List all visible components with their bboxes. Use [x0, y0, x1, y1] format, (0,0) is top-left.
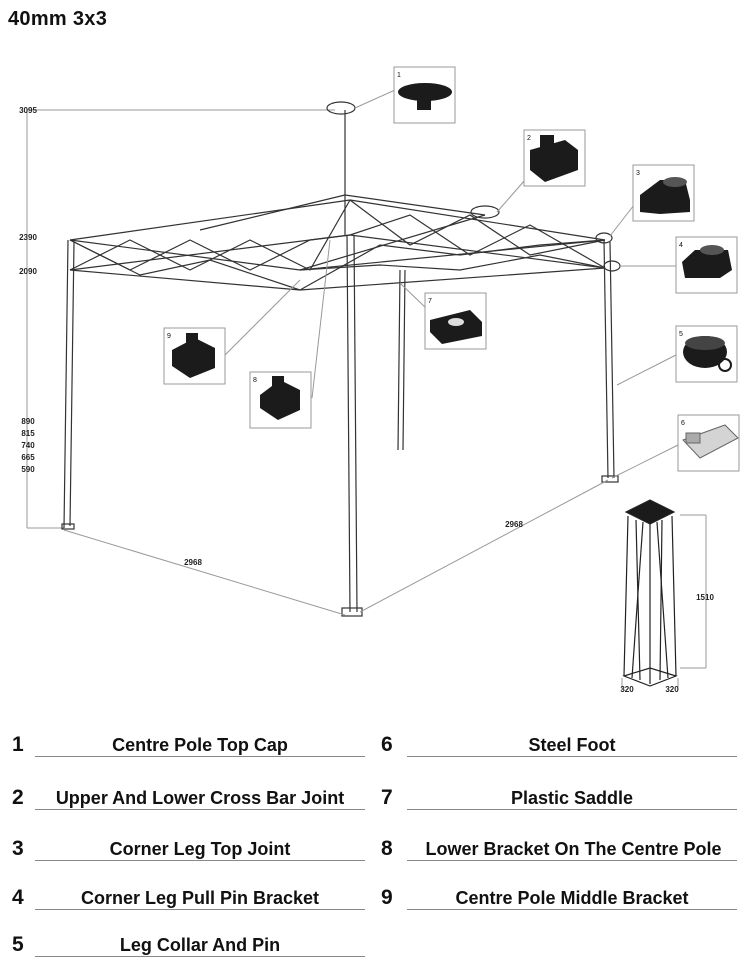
legend-label: Centre Pole Middle Bracket	[455, 888, 689, 908]
height-label-3095: 3095	[19, 106, 37, 115]
folded-width-label-b: 320	[665, 685, 679, 694]
legend-item-9: 9 Centre Pole Middle Bracket	[375, 886, 750, 912]
folded-dimension-lines	[621, 514, 707, 690]
legend-item-8: 8 Lower Bracket On The Centre Pole	[375, 837, 750, 863]
legend-number: 1	[12, 733, 24, 756]
callout-number-3: 3	[636, 170, 640, 177]
legend-label: Lower Bracket On The Centre Pole	[425, 839, 722, 859]
legend-item-2: 2 Upper And Lower Cross Bar Joint	[0, 786, 375, 812]
legend-number: 5	[12, 933, 24, 956]
callout-leader-lines	[224, 89, 679, 479]
legend-item-7: 7 Plastic Saddle	[375, 786, 750, 812]
legend-item-4: 4 Corner Leg Pull Pin Bracket	[0, 886, 375, 912]
part-leg-collar-image	[683, 336, 732, 372]
width-label-front-right: 2968	[505, 520, 523, 529]
tent-frame	[61, 101, 621, 617]
legend-underline	[35, 956, 365, 957]
legend-item-1: 1 Centre Pole Top Cap	[0, 733, 375, 759]
callout-number-5: 5	[679, 331, 683, 338]
legend-item-3: 3 Corner Leg Top Joint	[0, 837, 375, 863]
callout-number-2: 2	[527, 135, 531, 142]
folded-frame-image	[622, 499, 678, 687]
legend-number: 7	[381, 786, 393, 809]
folded-width-label-a: 320	[620, 685, 634, 694]
part-pull-pin-bracket-image	[682, 245, 732, 278]
legend-underline	[407, 909, 737, 910]
legend-underline	[35, 756, 365, 757]
legend-number: 6	[381, 733, 393, 756]
legend-underline	[407, 809, 737, 810]
part-steel-foot-image	[682, 424, 739, 459]
legend-label: Corner Leg Top Joint	[109, 839, 291, 859]
legend-underline	[407, 860, 737, 861]
height-label-665: 665	[21, 453, 35, 462]
diagram-title: 40mm 3x3	[8, 8, 108, 30]
legend-number: 3	[12, 837, 24, 860]
legend-item-6: 6 Steel Foot	[375, 733, 750, 759]
legend-label: Plastic Saddle	[510, 788, 634, 808]
part-corner-top-joint-image	[640, 177, 690, 214]
height-label-2390: 2390	[19, 233, 37, 242]
legend-underline	[35, 860, 365, 861]
legend-number: 8	[381, 837, 393, 860]
callout-number-4: 4	[679, 242, 683, 249]
tent-frame-diagram: 3095 2390 2090 890 815 740 665 590	[19, 66, 740, 694]
part-lower-bracket-image	[260, 376, 300, 420]
part-cross-bar-joint-image	[530, 135, 578, 182]
legend-label: Leg Collar And Pin	[119, 935, 281, 955]
height-label-2090: 2090	[19, 267, 37, 276]
part-top-cap-image	[398, 83, 452, 110]
height-label-815: 815	[21, 429, 35, 438]
legend-label: Steel Foot	[528, 735, 616, 755]
callout-number-9: 9	[167, 333, 171, 340]
legend-label: Upper And Lower Cross Bar Joint	[55, 788, 345, 808]
legend-item-5: 5 Leg Collar And Pin	[0, 933, 375, 959]
height-label-740: 740	[21, 441, 35, 450]
legend-label: Corner Leg Pull Pin Bracket	[80, 888, 320, 908]
callout-number-8: 8	[253, 377, 257, 384]
callout-number-6: 6	[681, 420, 685, 427]
folded-height-label: 1510	[696, 593, 714, 602]
legend-underline	[407, 756, 737, 757]
part-middle-bracket-image	[172, 333, 215, 378]
callout-number-1: 1	[397, 72, 401, 79]
legend-underline	[35, 809, 365, 810]
legend-number: 2	[12, 786, 24, 809]
width-label-front-left: 2968	[184, 558, 202, 567]
legend-label: Centre Pole Top Cap	[112, 735, 288, 755]
part-plastic-saddle-image	[430, 310, 482, 344]
callout-number-7: 7	[428, 298, 432, 305]
floor-dimension-lines	[63, 479, 609, 616]
legend-underline	[35, 909, 365, 910]
height-label-590: 590	[21, 465, 35, 474]
height-dimension-axis	[26, 109, 335, 529]
legend-number: 4	[12, 886, 24, 909]
height-label-890: 890	[21, 417, 35, 426]
legend-number: 9	[381, 886, 393, 909]
